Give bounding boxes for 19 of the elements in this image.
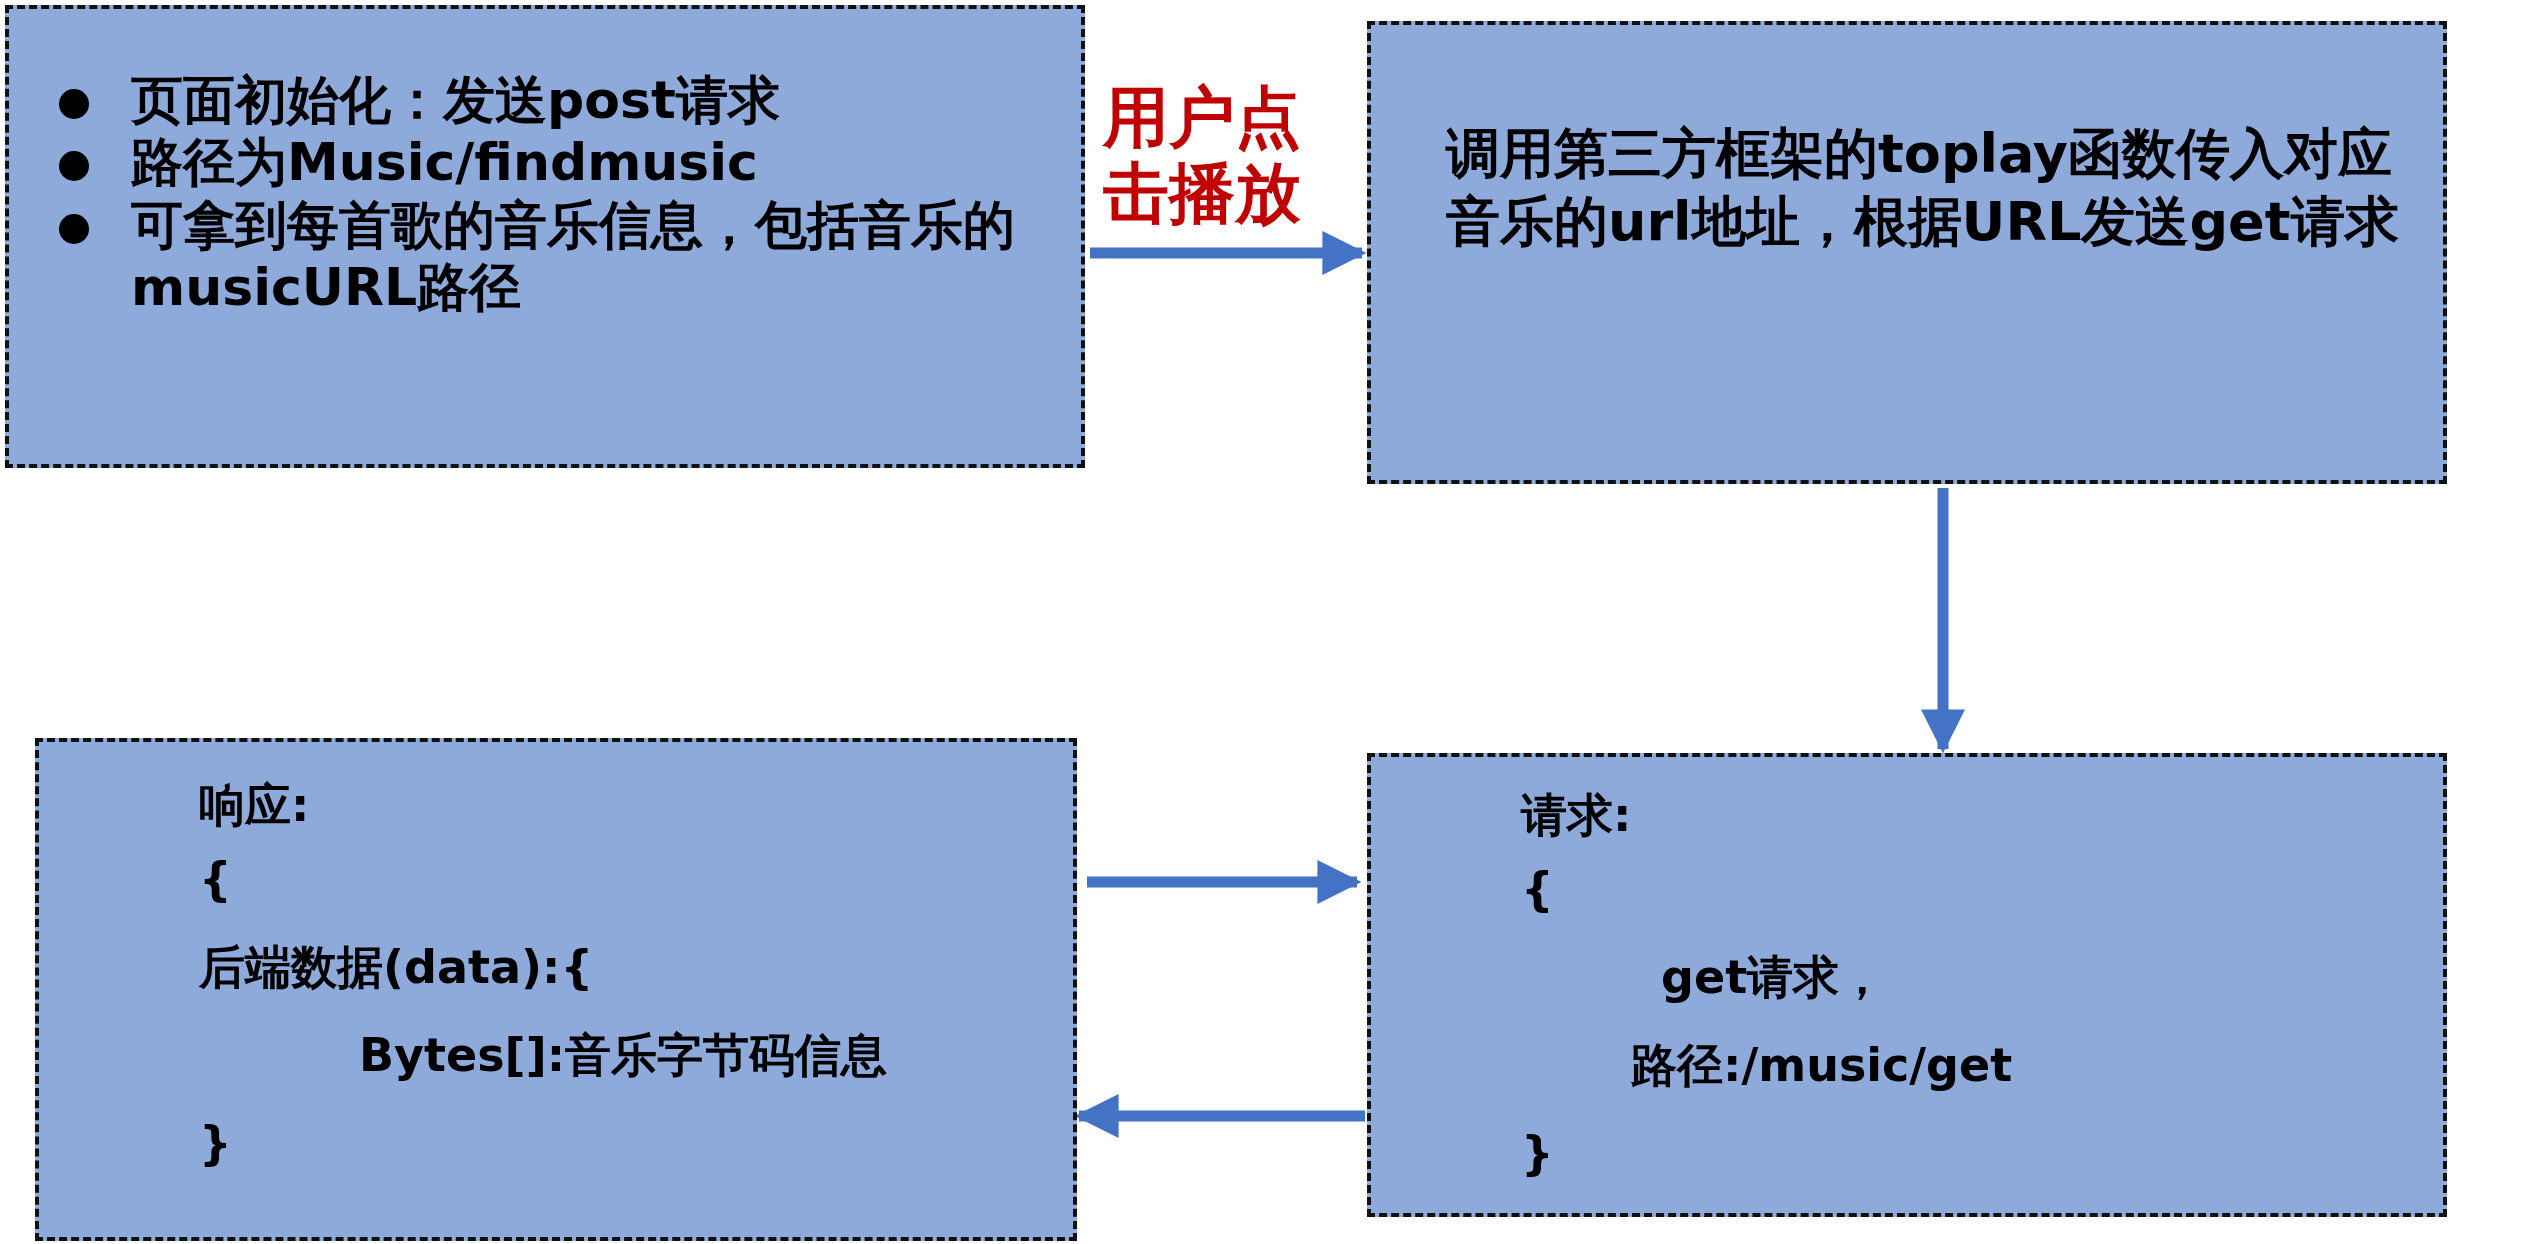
code-line: { (199, 856, 233, 902)
process-box (5, 5, 1085, 468)
arrow (1090, 231, 1367, 275)
bullet-item: 路径为Music/findmusic (59, 131, 1041, 194)
code-line: 响应: (199, 782, 311, 828)
process-box (35, 738, 1077, 1241)
edge-label: 用户点击播放 (1101, 80, 1303, 232)
arrow (1087, 860, 1362, 904)
process-box (1367, 753, 2447, 1217)
node-text: 调用第三方框架的toplay函数传入对应音乐的url地址，根据URL发送get请求 (1446, 121, 2400, 255)
code-line: 请求: (1521, 792, 1633, 838)
code-line: } (199, 1120, 233, 1166)
code-line: } (1521, 1130, 1555, 1176)
bullet-item: 可拿到每首歌的音乐信息，包括音乐的musicURL路径 (59, 193, 1041, 319)
process-box (1367, 21, 2447, 484)
code-line: { (1521, 866, 1555, 912)
code-line: 后端数据(data):{ (199, 944, 595, 990)
bullet-item: 页面初始化：发送post请求 (59, 69, 1041, 132)
arrow (1921, 488, 1965, 754)
